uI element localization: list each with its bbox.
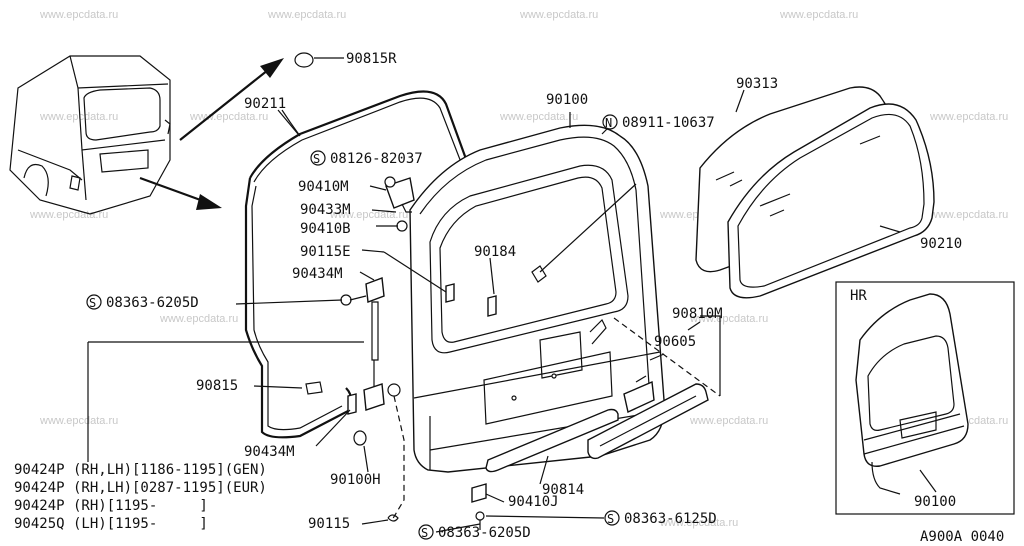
watermark: www.epcdata.ru (779, 9, 858, 21)
hinge-parts (87, 176, 637, 530)
watermark: www.epcdata.ru (159, 313, 238, 325)
watermark: www.epcdata.ru (659, 517, 738, 529)
back-door-90100 (409, 124, 665, 473)
watermark: www.epcdata.ru (689, 415, 768, 427)
label-90815R: 90815R (346, 51, 397, 67)
s-circle-icon (86, 294, 102, 310)
label-90605: 90605 (654, 334, 696, 350)
leader-lines (235, 89, 937, 533)
n-circle-icon (602, 114, 618, 130)
vehicle-sketch (9, 55, 171, 215)
label-90410J: 90410J (508, 494, 559, 510)
diagram-code: A900A 0040 (920, 529, 1004, 545)
inset-title: HR (850, 288, 867, 304)
watermark: www.epcdata.ru (189, 111, 268, 123)
watermark: www.epcdata.ru (29, 209, 108, 221)
label-90814: 90814 (542, 482, 584, 498)
label-90211: 90211 (244, 96, 286, 112)
label-90410B: 90410B (300, 221, 351, 237)
label-90313: 90313 (736, 76, 778, 92)
watermark: www.epcdata.ru (519, 9, 598, 21)
label-90210: 90210 (920, 236, 962, 252)
label-90184: 90184 (474, 244, 516, 260)
applicability-list: 90424P (RH,LH)[1186-1195](GEN) 90424P (R… (14, 462, 267, 532)
label-90434M-top: 90434M (292, 266, 343, 282)
s-circle-icon (604, 510, 620, 526)
watermark: www.epcdata.ru (39, 415, 118, 427)
s-circle-letter: S (421, 526, 428, 540)
s-circle-icon (310, 150, 326, 166)
n-circle-letter: N (605, 116, 612, 130)
watermark: www.epcdata.ru (39, 111, 118, 123)
applicability-line: 90424P (RH,LH)[0287-1195](EUR) (14, 480, 267, 496)
applicability-line: 90424P (RH)[1195- ] (14, 498, 208, 514)
finisher-90810M (587, 315, 721, 460)
grommet-90815R (294, 52, 314, 68)
s-circle-icon (418, 524, 434, 540)
label-90434M-bot: 90434M (244, 444, 295, 460)
watermark: www.epcdata.ru (267, 9, 346, 21)
label-90115E: 90115E (300, 244, 351, 260)
watermark: www.epcdata.ru (39, 9, 118, 21)
watermark: www.epcdata.ru (499, 111, 578, 123)
watermark: www.epcdata.ru (329, 209, 408, 221)
watermark: www.epcdata.ru (929, 111, 1008, 123)
label-90115: 90115 (308, 516, 350, 532)
label-08363-6125D: 08363-6125D (624, 511, 717, 527)
hr-inset: HR (835, 281, 1015, 515)
applicability-line: 90425Q (LH)[1195- ] (14, 516, 208, 532)
label-90100: 90100 (546, 92, 588, 108)
s-circle-letter: S (607, 512, 614, 526)
label-90100-inset: 90100 (914, 494, 956, 510)
part-labels: 90815R 90211 90100 N 08911-10637 90313 S… (86, 51, 962, 541)
label-90433M: 90433M (300, 202, 351, 218)
label-08363-6205D-bot: 08363-6205D (438, 525, 531, 541)
label-08911-10637: 08911-10637 (622, 115, 715, 131)
label-90410M: 90410M (298, 179, 349, 195)
back-door-glass (695, 86, 935, 299)
garnish-90814 (485, 408, 619, 473)
label-08126-82037: 08126-82037 (330, 151, 423, 167)
label-90810M: 90810M (672, 306, 723, 322)
applicability-line: 90424P (RH,LH)[1186-1195](GEN) (14, 462, 267, 478)
label-08363-6205D-top: 08363-6205D (106, 295, 199, 311)
label-90815: 90815 (196, 378, 238, 394)
label-90100H: 90100H (330, 472, 381, 488)
callout-arrows (139, 58, 284, 210)
s-circle-letter: S (313, 152, 320, 166)
s-circle-letter: S (89, 296, 96, 310)
watermark: www.epcdata.ru (929, 209, 1008, 221)
